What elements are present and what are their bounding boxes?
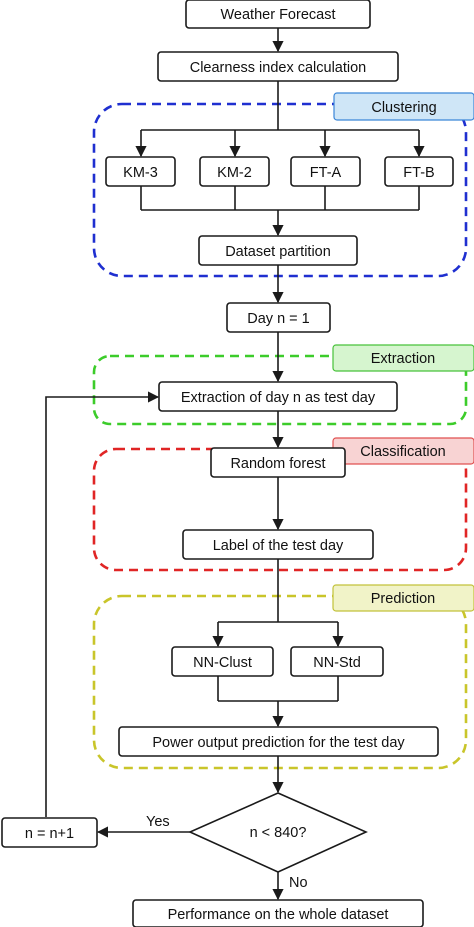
extraction-group-frame: [92, 354, 468, 426]
classification-tag-label: Classification: [360, 444, 445, 460]
increment-label: n = n+1: [25, 826, 74, 842]
weather-forecast-node: Weather Forecast: [185, 0, 371, 29]
extraction-tag: Extraction: [332, 344, 474, 372]
clearness-index-label: Clearness index calculation: [190, 60, 367, 76]
performance-node: Performance on the whole dataset: [132, 899, 424, 927]
no-edge-label: No: [289, 875, 308, 891]
increment-node: n = n+1: [1, 817, 98, 848]
prediction-tag: Prediction: [332, 584, 474, 612]
label-test-day-label: Label of the test day: [213, 538, 344, 554]
extraction-node: Extraction of day n as test day: [158, 381, 398, 412]
edge-loop-back: [45, 391, 160, 817]
label-test-day-node: Label of the test day: [182, 529, 374, 560]
classification-group-frame: [92, 447, 468, 572]
prediction-tag-label: Prediction: [371, 591, 435, 607]
clustering-tag-label: Clustering: [371, 100, 436, 116]
performance-label: Performance on the whole dataset: [168, 907, 389, 923]
ftb-label: FT-B: [403, 165, 434, 181]
nn-std-label: NN-Std: [313, 655, 361, 671]
decision-node: n < 840?: [188, 792, 368, 873]
day-n1-node: Day n = 1: [226, 302, 331, 333]
random-forest-node: Random forest: [210, 447, 346, 478]
clustering-tag: Clustering: [333, 92, 474, 121]
km3-label: KM-3: [123, 165, 158, 181]
ftb-node: FT-B: [384, 156, 454, 187]
prediction-group-frame: [92, 594, 468, 770]
edges: [45, 28, 425, 901]
random-forest-label: Random forest: [230, 456, 325, 472]
power-output-label: Power output prediction for the test day: [152, 735, 405, 751]
extraction-tag-label: Extraction: [371, 351, 435, 367]
clustering-group-frame: [92, 102, 468, 278]
km3-node: KM-3: [105, 156, 176, 187]
dataset-partition-node: Dataset partition: [198, 235, 358, 266]
fta-label: FT-A: [310, 165, 342, 181]
dataset-partition-label: Dataset partition: [225, 244, 331, 260]
day-n1-label: Day n = 1: [247, 311, 309, 327]
power-output-node: Power output prediction for the test day: [118, 726, 439, 757]
clearness-index-node: Clearness index calculation: [157, 51, 399, 82]
classification-tag: Classification: [332, 437, 474, 465]
nn-clust-node: NN-Clust: [171, 646, 274, 677]
fta-node: FT-A: [290, 156, 361, 187]
km2-label: KM-2: [217, 165, 252, 181]
nn-std-node: NN-Std: [290, 646, 384, 677]
km2-node: KM-2: [199, 156, 270, 187]
nn-clust-label: NN-Clust: [193, 655, 252, 671]
extraction-label: Extraction of day n as test day: [181, 390, 376, 406]
yes-edge-label: Yes: [146, 814, 170, 830]
decision-label: n < 840?: [250, 825, 307, 841]
weather-forecast-label: Weather Forecast: [221, 7, 336, 23]
